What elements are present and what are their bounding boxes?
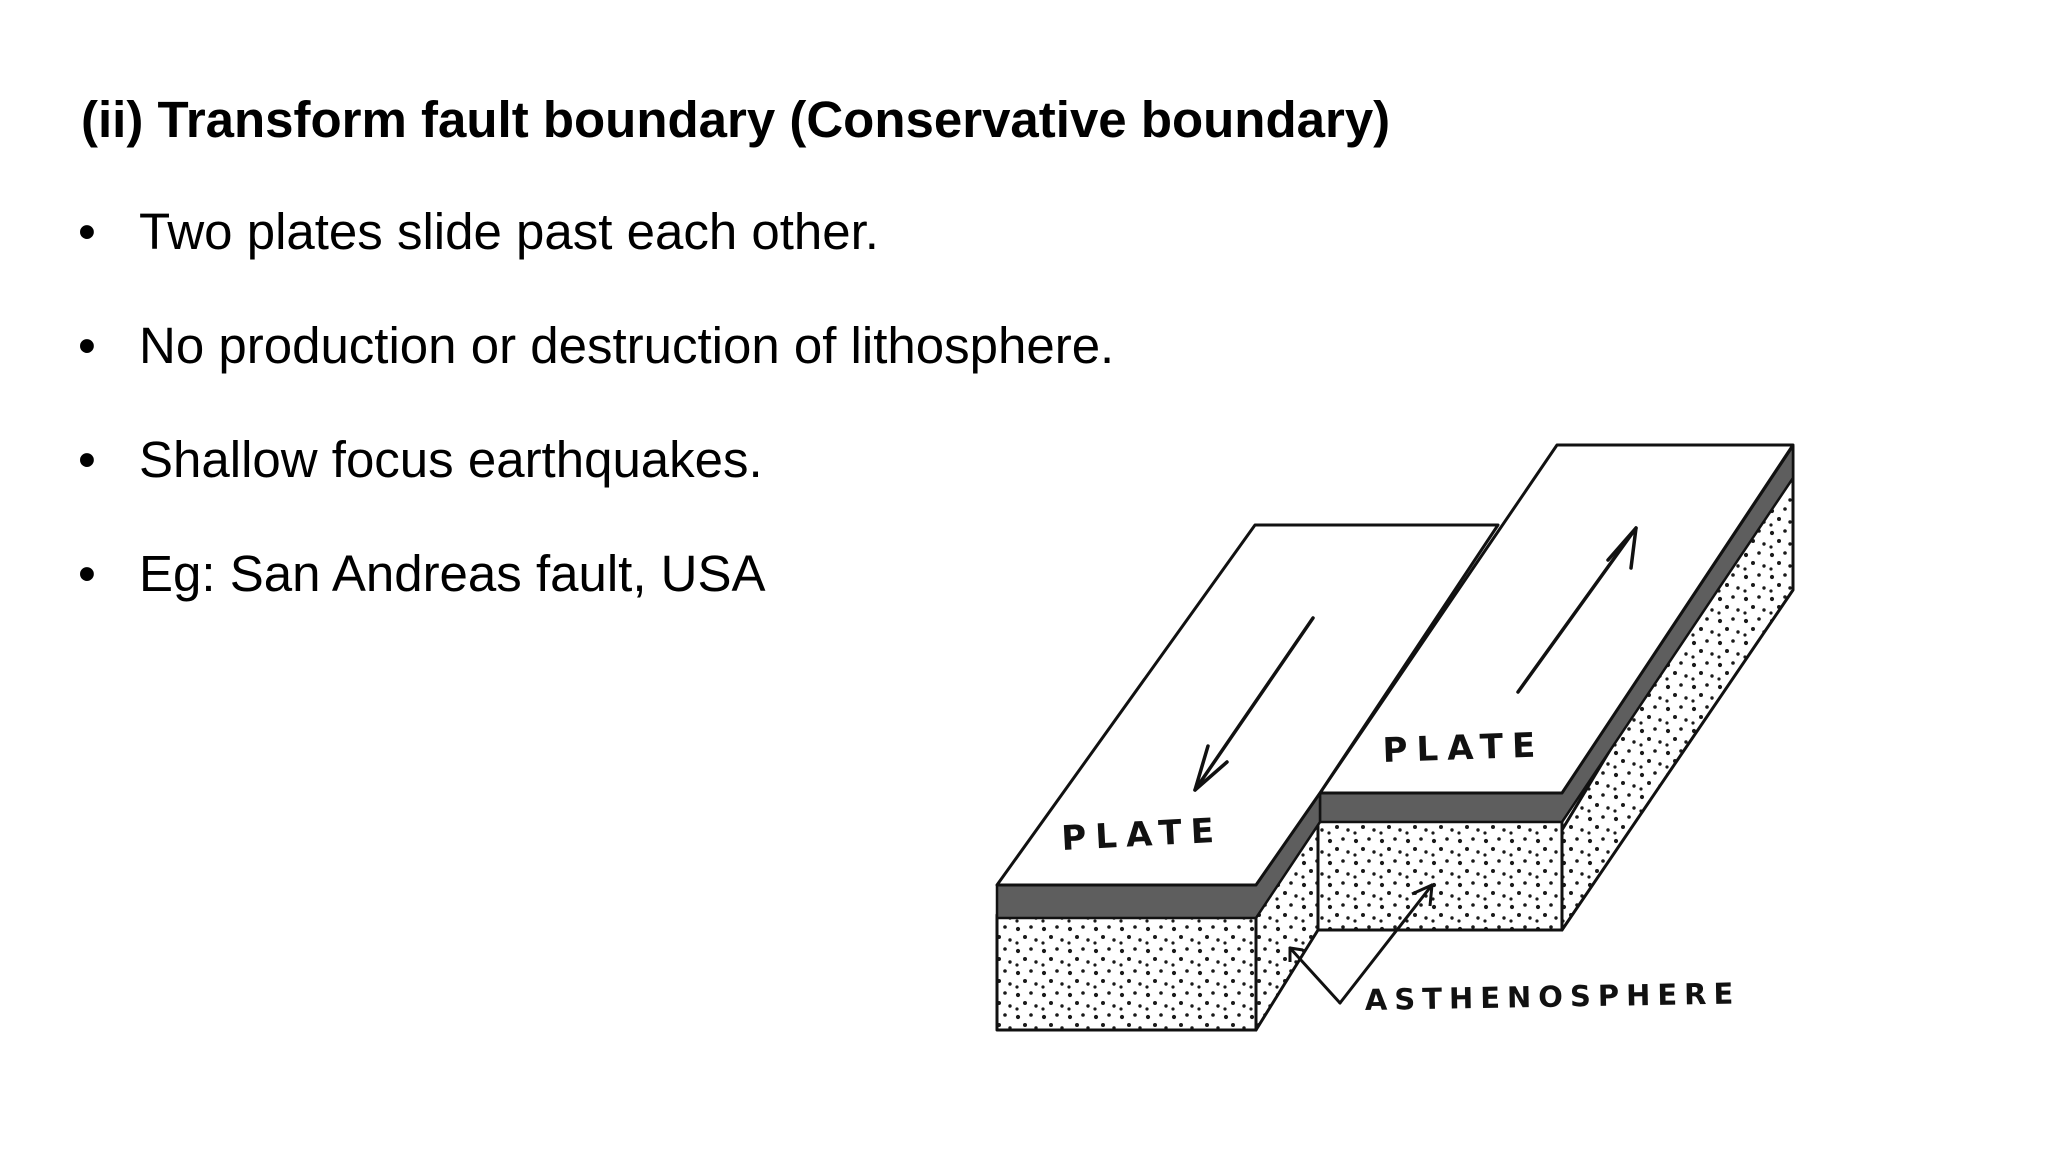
plate-label-right: PLATE xyxy=(1382,725,1545,771)
slide-title: (ii) Transform fault boundary (Conservat… xyxy=(81,91,1391,148)
bullet-text: Shallow focus earthquakes. xyxy=(139,431,763,488)
bullet-marker: • xyxy=(78,545,96,602)
right-block-front-face xyxy=(1316,815,1564,932)
transform-fault-diagram: PLATE PLATE ASTHENOSPHERE xyxy=(995,443,1795,1032)
left-block-top-surface xyxy=(995,523,1500,887)
left-block-front-face xyxy=(995,913,1258,1032)
bullet-marker: • xyxy=(78,317,96,374)
plate-label-left: PLATE xyxy=(1060,811,1224,859)
bullet-text: Eg: San Andreas fault, USA xyxy=(139,545,766,602)
right-plate-motion-arrow xyxy=(1516,526,1638,694)
bullet-text: Two plates slide past each other. xyxy=(139,203,879,260)
right-block-top-surface xyxy=(1318,443,1795,795)
bullet-text: No production or destruction of lithosph… xyxy=(139,317,1115,374)
asthenosphere-pointer xyxy=(1288,883,1434,1005)
bullet-marker: • xyxy=(78,431,96,488)
bullet-marker: • xyxy=(78,203,96,260)
left-plate-motion-arrow xyxy=(1193,616,1315,792)
asthenosphere-label: ASTHENOSPHERE xyxy=(1365,976,1741,1017)
